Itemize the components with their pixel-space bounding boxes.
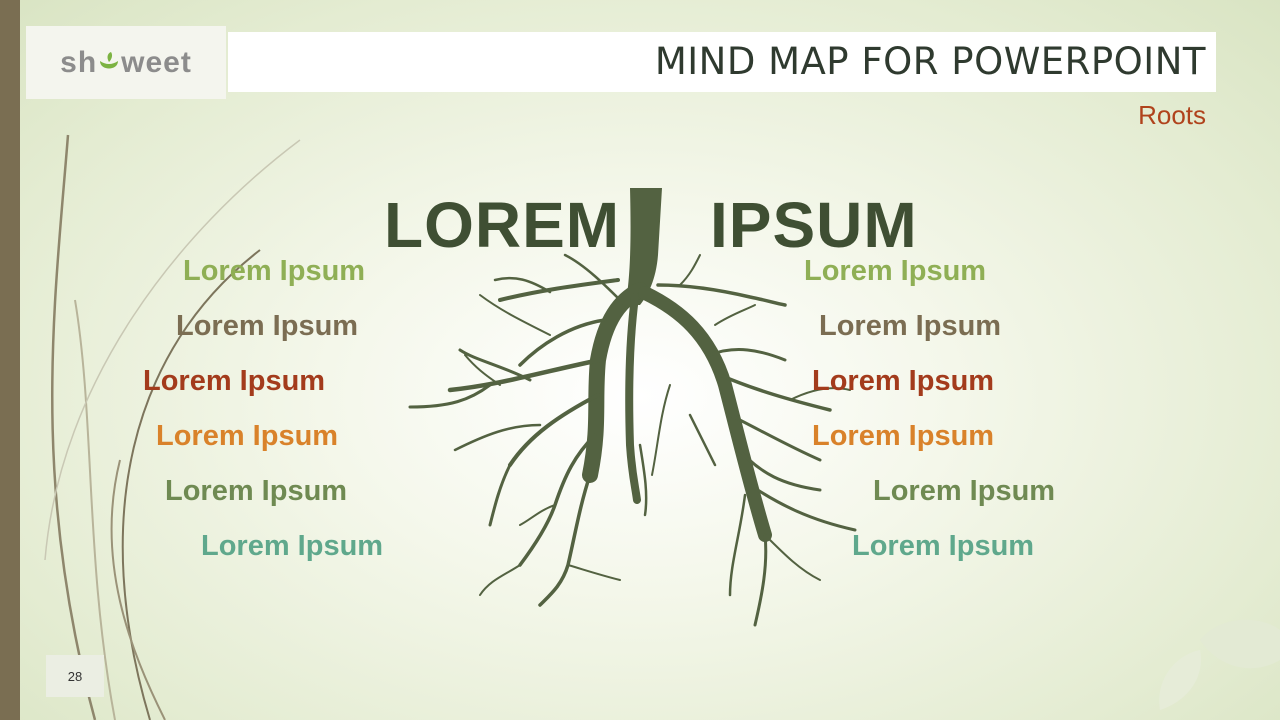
left-item-6: Lorem Ipsum bbox=[201, 530, 384, 562]
leaf-icon bbox=[100, 51, 119, 68]
decorative-curves bbox=[44, 134, 301, 720]
left-item-4: Lorem Ipsum bbox=[156, 420, 339, 452]
corner-leaf-watermark bbox=[1159, 619, 1280, 710]
right-item-5: Lorem Ipsum bbox=[873, 475, 1056, 507]
left-item-3: Lorem Ipsum bbox=[143, 365, 326, 397]
left-accent-bar bbox=[0, 0, 20, 720]
tree-roots-graphic bbox=[408, 188, 857, 627]
logo-text-part1: sh bbox=[60, 45, 98, 79]
left-item-2: Lorem Ipsum bbox=[176, 310, 359, 342]
right-item-2: Lorem Ipsum bbox=[819, 310, 1002, 342]
logo-text-part2: weet bbox=[121, 45, 192, 79]
right-item-1: Lorem Ipsum bbox=[804, 255, 987, 287]
right-item-6: Lorem Ipsum bbox=[852, 530, 1035, 562]
slide-subtitle: Roots bbox=[1138, 100, 1206, 130]
page-number: 28 bbox=[46, 655, 104, 697]
right-heading: IPSUM bbox=[710, 189, 918, 261]
title-bar: MIND MAP FOR POWERPOINT bbox=[228, 32, 1216, 92]
right-item-3: Lorem Ipsum bbox=[812, 365, 995, 397]
left-heading: LOREM bbox=[384, 189, 621, 261]
slide-title: MIND MAP FOR POWERPOINT bbox=[654, 40, 1206, 83]
right-item-4: Lorem Ipsum bbox=[812, 420, 995, 452]
left-item-5: Lorem Ipsum bbox=[165, 475, 348, 507]
logo: sh weet bbox=[60, 46, 192, 80]
left-item-1: Lorem Ipsum bbox=[183, 255, 366, 287]
logo-box: sh weet bbox=[26, 26, 226, 99]
